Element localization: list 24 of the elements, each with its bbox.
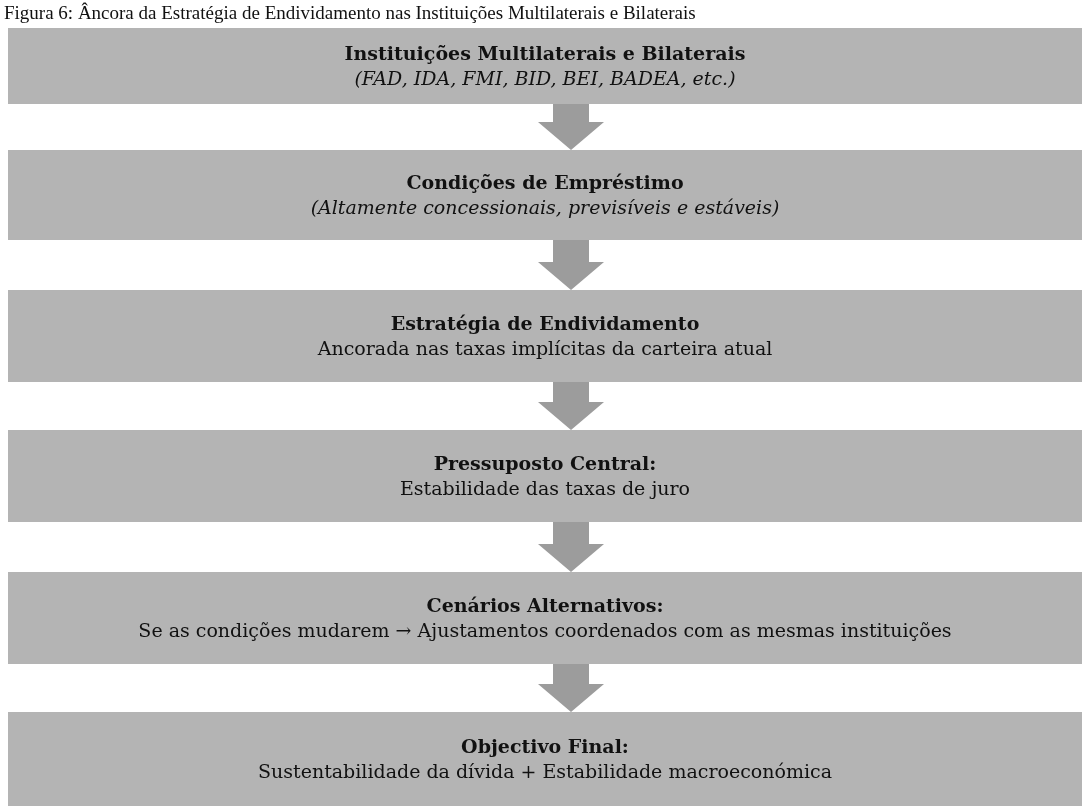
process-band: [8, 712, 1082, 806]
block-arrow: [538, 382, 604, 430]
band-description: Estabilidade das taxas de juro: [399, 476, 691, 501]
band-heading: Pressuposto Central:: [433, 451, 657, 476]
band-description: (Altamente concessionais, previsíveis e estáveis): [310, 195, 780, 220]
process-band: [8, 290, 1082, 382]
band-heading: Estratégia de Endividamento: [390, 311, 700, 336]
band-description: Ancorada nas taxas implícitas da carteira atual: [317, 336, 773, 361]
block-arrow: [538, 522, 604, 572]
process-band: [8, 572, 1082, 664]
process-band: [8, 28, 1082, 104]
process-band: [8, 150, 1082, 240]
band-heading: Objectivo Final:: [461, 734, 629, 759]
band-heading: Cenários Alternativos:: [426, 593, 664, 618]
figure-title: Figura 6: Âncora da Estratégia de Endividamento nas Instituições Multilaterais e Bilaterais: [4, 2, 696, 24]
process-band: [8, 430, 1082, 522]
band-heading: Condições de Empréstimo: [406, 170, 684, 195]
band-description: Se as condições mudarem → Ajustamentos coordenados com as mesmas instituições: [138, 618, 952, 643]
band-heading: Instituições Multilaterais e Bilaterais: [344, 41, 746, 66]
block-arrow: [538, 664, 604, 712]
block-arrow: [538, 104, 604, 150]
block-arrow: [538, 240, 604, 290]
band-description: Sustentabilidade da dívida + Estabilidade macroeconómica: [258, 759, 832, 784]
band-description: (FAD, IDA, FMI, BID, BEI, BADEA, etc.): [354, 66, 736, 91]
